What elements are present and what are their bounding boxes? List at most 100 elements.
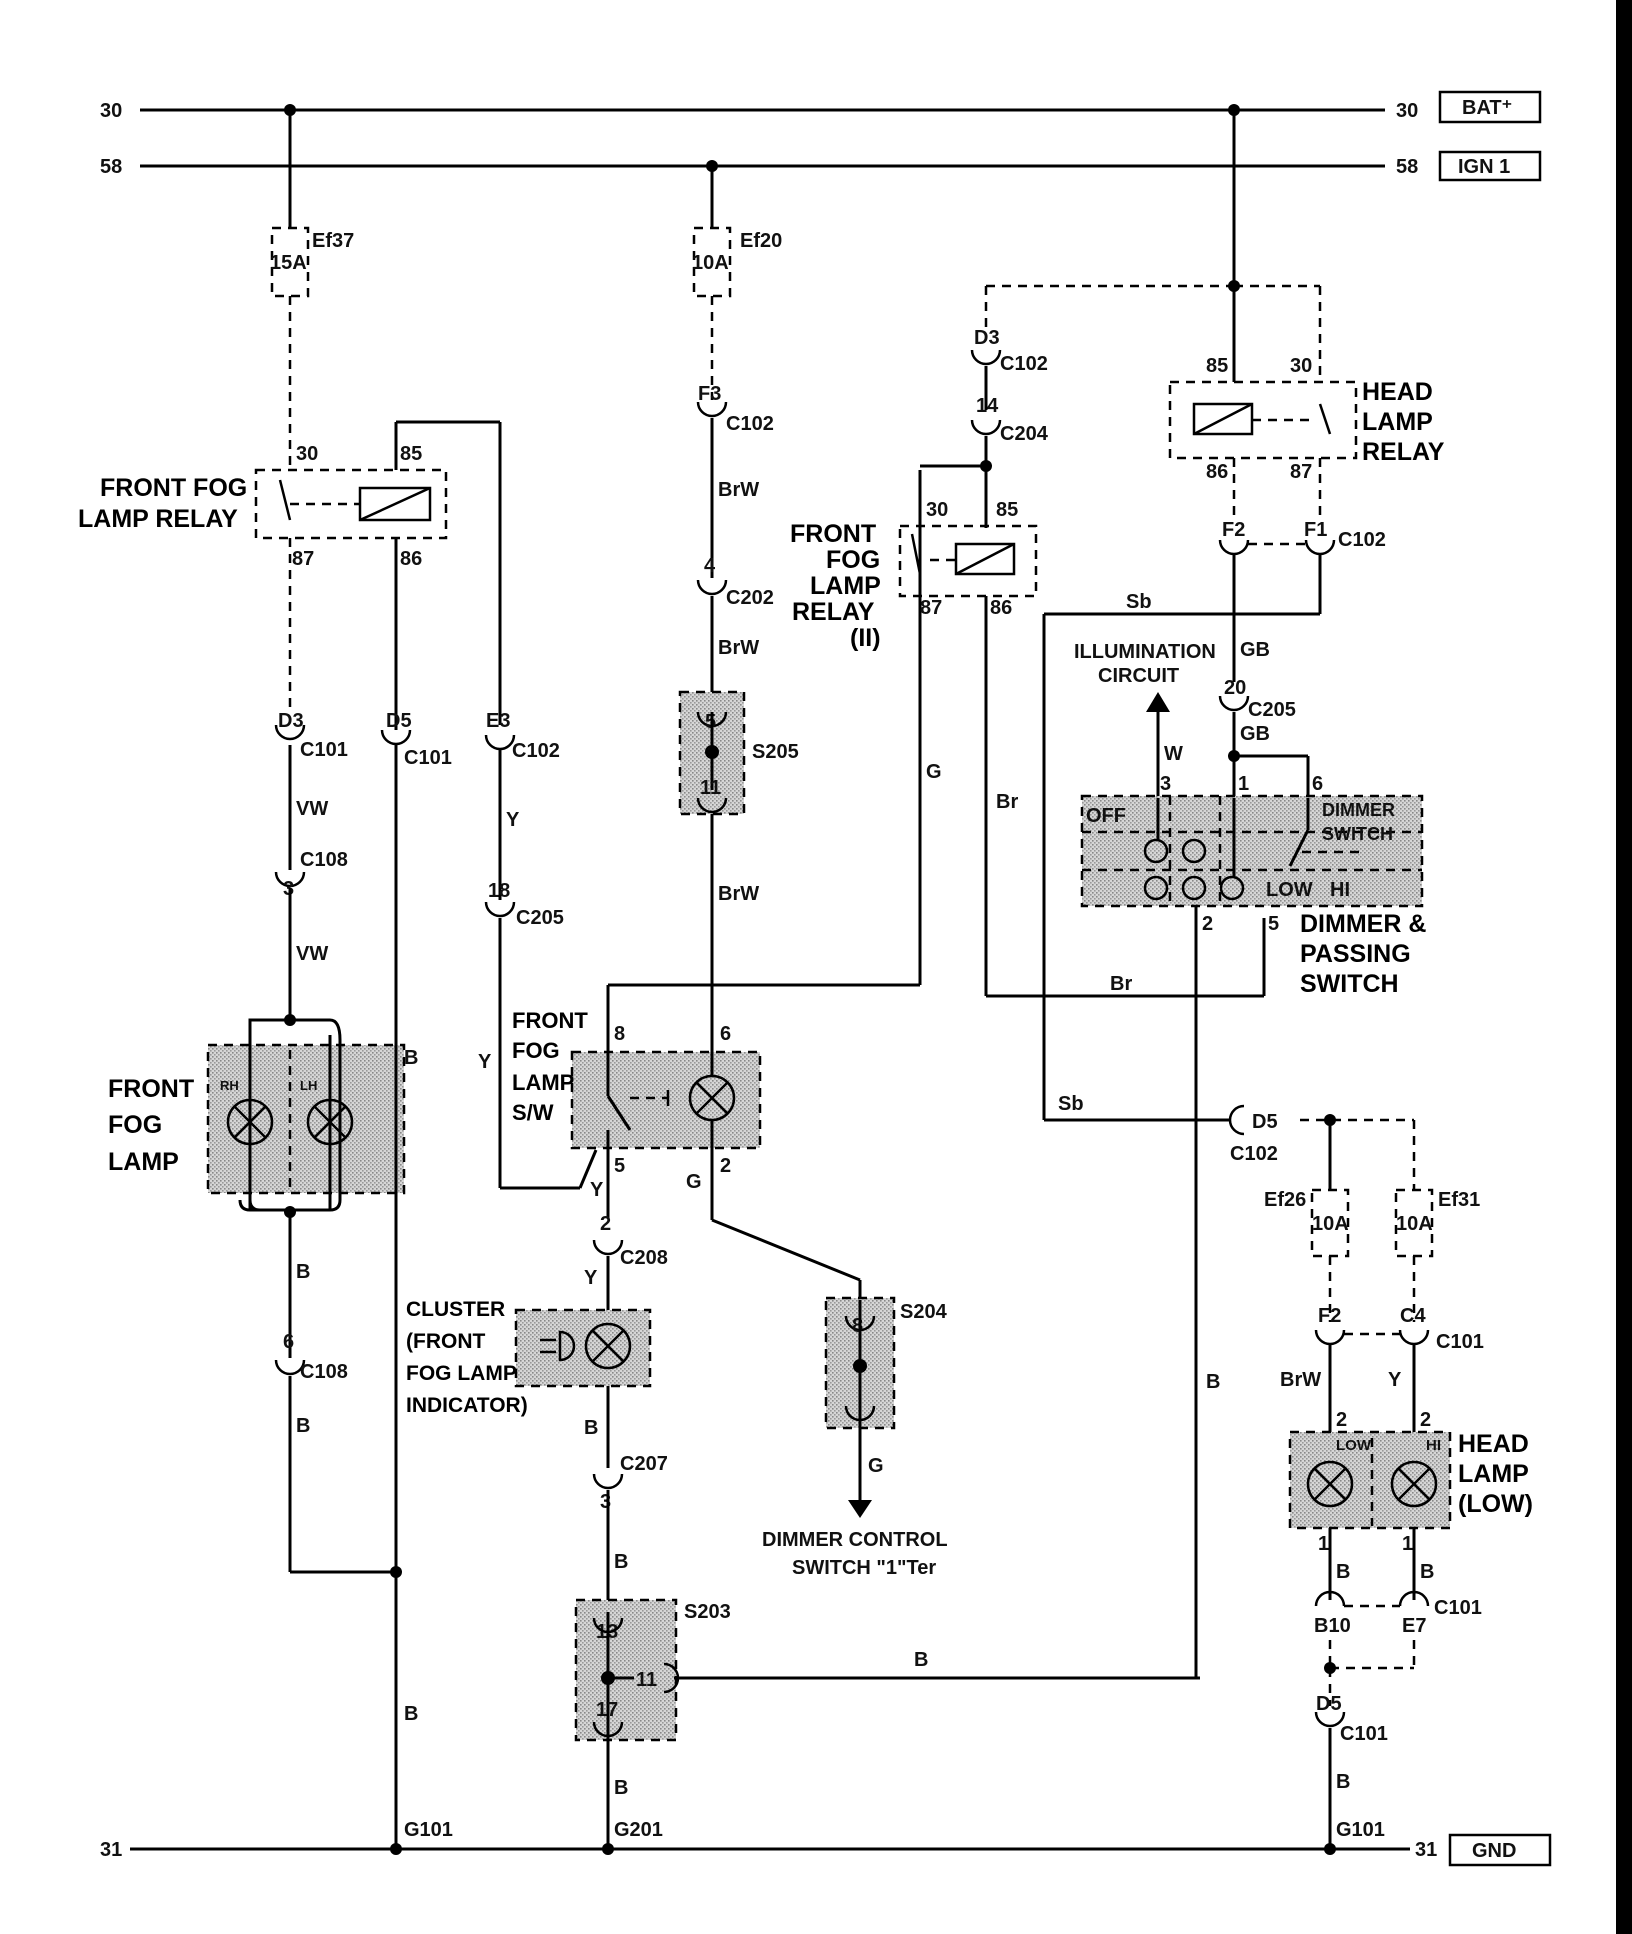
label: HEAD bbox=[1458, 1430, 1529, 1458]
label: B bbox=[296, 1261, 310, 1283]
label: G bbox=[686, 1171, 702, 1193]
label: LH bbox=[300, 1078, 317, 1093]
label: Ef31 bbox=[1438, 1189, 1480, 1211]
label: BrW bbox=[718, 637, 759, 659]
label: C102 bbox=[1000, 353, 1048, 375]
label: 11 bbox=[636, 1669, 657, 1691]
connector-shape bbox=[1228, 1104, 1245, 1136]
label: BrW bbox=[718, 479, 759, 501]
label: 86 bbox=[990, 597, 1012, 619]
conn-c204-14: 14 C204 bbox=[970, 395, 1049, 445]
conn-c207-3: 3 C207 bbox=[592, 1453, 668, 1513]
ground-g101-left: G101 bbox=[404, 1819, 453, 1841]
label: FOG bbox=[512, 1038, 560, 1063]
connector-shape bbox=[1314, 1590, 1346, 1607]
label: B bbox=[614, 1551, 628, 1573]
rail-30-right-label: 30 bbox=[1396, 100, 1418, 122]
right-border bbox=[1616, 0, 1632, 1934]
front-fog-lamp-relay: 30 85 87 86 FRONT FOG LAMP RELAY bbox=[78, 443, 448, 570]
connector-shape bbox=[970, 349, 1002, 366]
connector-shape bbox=[1398, 1329, 1430, 1346]
wire bbox=[1398, 1468, 1430, 1500]
conn-f3-c102: F3 C102 bbox=[696, 383, 774, 435]
label: C207 bbox=[620, 1453, 668, 1475]
label: D3 bbox=[278, 710, 304, 732]
label: 30 bbox=[926, 499, 948, 521]
label: B bbox=[404, 1703, 418, 1725]
label: 30 bbox=[1290, 355, 1312, 377]
ign-label: IGN 1 bbox=[1458, 156, 1510, 178]
splice-s205: 5 11 S205 bbox=[678, 690, 799, 816]
label: 10A bbox=[692, 252, 729, 274]
connector-shape bbox=[484, 734, 516, 751]
junction bbox=[1219, 875, 1245, 901]
label: 5 bbox=[614, 1155, 625, 1177]
junction bbox=[602, 1843, 614, 1855]
label: Ef37 bbox=[312, 230, 354, 252]
label: C204 bbox=[1000, 423, 1049, 445]
label: GB bbox=[1240, 639, 1270, 661]
connector-shape bbox=[274, 724, 306, 741]
label: S203 bbox=[684, 1601, 731, 1623]
box-outline bbox=[574, 1598, 678, 1742]
label: Y bbox=[590, 1179, 604, 1201]
conn-e3-c102: E3 C102 bbox=[484, 710, 560, 762]
label: B bbox=[404, 1047, 418, 1069]
label: 18 bbox=[488, 880, 510, 902]
wire bbox=[1314, 1468, 1346, 1500]
connector-shape bbox=[558, 1330, 576, 1362]
rail-58-left-label: 58 bbox=[100, 156, 122, 178]
conn-c202-4: 4 C202 bbox=[696, 555, 774, 609]
wire bbox=[910, 533, 922, 575]
wire bbox=[696, 1082, 728, 1114]
dimmer-control-label: DIMMER CONTROL bbox=[762, 1529, 948, 1551]
label: 2 bbox=[1336, 1409, 1347, 1431]
label: 6 bbox=[283, 1331, 294, 1353]
wire bbox=[1288, 829, 1310, 867]
splice-s204: 8 S204 bbox=[824, 1296, 948, 1430]
label: (FRONT bbox=[406, 1330, 485, 1353]
label: FOG bbox=[108, 1111, 162, 1139]
label: 10A bbox=[1312, 1213, 1349, 1235]
box-outline bbox=[1080, 794, 1424, 908]
label: HEAD bbox=[1362, 378, 1433, 406]
label: VW bbox=[296, 943, 328, 965]
label: C102 bbox=[1338, 529, 1386, 551]
conn-f2-c4-c101: F2 C4 C101 bbox=[1314, 1305, 1484, 1353]
wire bbox=[711, 1218, 861, 1282]
label: B bbox=[1206, 1371, 1220, 1393]
label: C101 bbox=[404, 747, 452, 769]
label: 3 bbox=[1160, 773, 1171, 795]
conn-f2-f1-c102: F2 F1 C102 bbox=[1218, 519, 1386, 556]
label: 4 bbox=[704, 555, 716, 577]
front-fog-lamp-switch: 8 6 5 2 FRONT FOG LAMP S/W bbox=[512, 1008, 762, 1177]
connector-shape bbox=[592, 1473, 624, 1490]
connector-shape bbox=[274, 871, 306, 888]
conn-c208-2: 2 C208 bbox=[592, 1213, 668, 1269]
label: D5 bbox=[386, 710, 412, 732]
label: Y bbox=[1388, 1369, 1402, 1391]
connector-shape bbox=[696, 401, 728, 418]
label: F1 bbox=[1304, 519, 1327, 541]
box-outline bbox=[1288, 1430, 1452, 1530]
label: OFF bbox=[1086, 805, 1126, 827]
box-outline bbox=[514, 1308, 652, 1388]
junction bbox=[226, 1098, 274, 1146]
rail-31-right-label: 31 bbox=[1415, 1839, 1437, 1861]
label: LAMP bbox=[1362, 408, 1433, 436]
label: 1 bbox=[1402, 1533, 1413, 1555]
label: Ef26 bbox=[1264, 1189, 1306, 1211]
connector-shape bbox=[484, 901, 516, 918]
ground-g201: G201 bbox=[614, 1819, 663, 1841]
label: FOG LAMP bbox=[406, 1362, 517, 1385]
connector-shape bbox=[1218, 539, 1250, 556]
conn-c205-20: 20 C205 bbox=[1218, 677, 1296, 721]
label: 2 bbox=[600, 1213, 611, 1235]
illumination-label: ILLUMINATION bbox=[1074, 641, 1216, 663]
head-lamp-low: 2 2 LOW HI 1 1 HEAD LAMP (LOW) bbox=[1288, 1409, 1533, 1555]
conn-d3-c101: D3 C101 bbox=[274, 710, 348, 761]
rail-30: 30 30 BAT⁺ bbox=[100, 90, 1542, 124]
wire bbox=[606, 1095, 632, 1131]
connector-shape bbox=[970, 419, 1002, 436]
label: SWITCH "1"Ter bbox=[792, 1557, 936, 1579]
